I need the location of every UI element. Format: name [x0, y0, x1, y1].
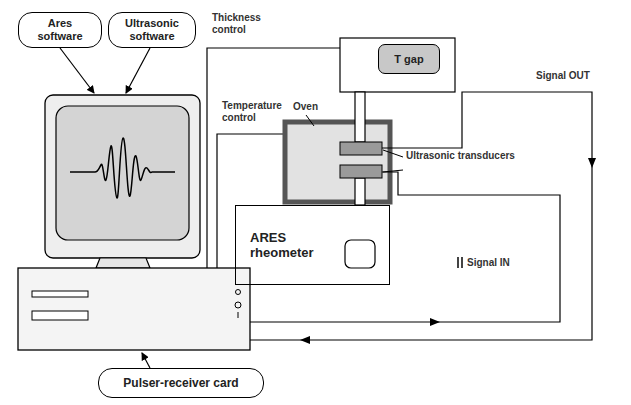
waveform [70, 138, 175, 198]
power-button [236, 290, 241, 295]
node-text: Ultrasonic software [115, 17, 189, 43]
leader-line [383, 150, 403, 157]
signal-out-wire [250, 92, 592, 340]
oven [285, 122, 390, 202]
callout-bubble: Pulser-receiver card [98, 368, 264, 398]
signal-in-wire [250, 172, 560, 322]
annotation-label: Ultrasonic transducers [406, 150, 516, 162]
transducer [340, 142, 382, 155]
node-text: Ares software [25, 17, 95, 43]
monitor [45, 95, 200, 258]
callout-bubble: Ultrasonic software [108, 12, 196, 48]
power-button [235, 302, 241, 308]
callout-arrow [60, 48, 94, 93]
drive-slot [32, 311, 88, 320]
drive-slot [32, 291, 88, 297]
signal-icon [461, 257, 463, 268]
rheometer-box: ARES rheometer [235, 205, 390, 285]
annotation-label: Thickness control [212, 12, 274, 36]
shaft [355, 178, 365, 205]
leader-line [306, 115, 314, 126]
callout-arrow [126, 48, 150, 93]
node-text: ARES rheometer [250, 230, 340, 260]
callout-arrow [142, 353, 150, 368]
gap-housing [340, 38, 455, 92]
node-text: T gap [394, 53, 423, 66]
rheometer-display [345, 240, 375, 268]
gap-sensor-box: T gap [378, 44, 440, 74]
indicator [238, 312, 239, 318]
monitor-screen [56, 106, 189, 240]
annotation-label: Temperature control [222, 100, 286, 124]
node-text: Pulser-receiver card [123, 376, 238, 390]
transducer [340, 165, 382, 178]
annotation-label: Signal OUT [536, 70, 616, 82]
arrowhead [300, 336, 310, 344]
shaft [355, 92, 365, 142]
callout-bubble: Ares software [18, 12, 102, 48]
signal-icon [457, 257, 459, 268]
computer-case [18, 268, 250, 350]
annotation-label: Signal IN [467, 257, 537, 269]
arrowhead [430, 318, 440, 326]
annotation-label: Oven [293, 101, 333, 113]
monitor-stand [96, 258, 150, 268]
arrowhead [588, 158, 596, 168]
